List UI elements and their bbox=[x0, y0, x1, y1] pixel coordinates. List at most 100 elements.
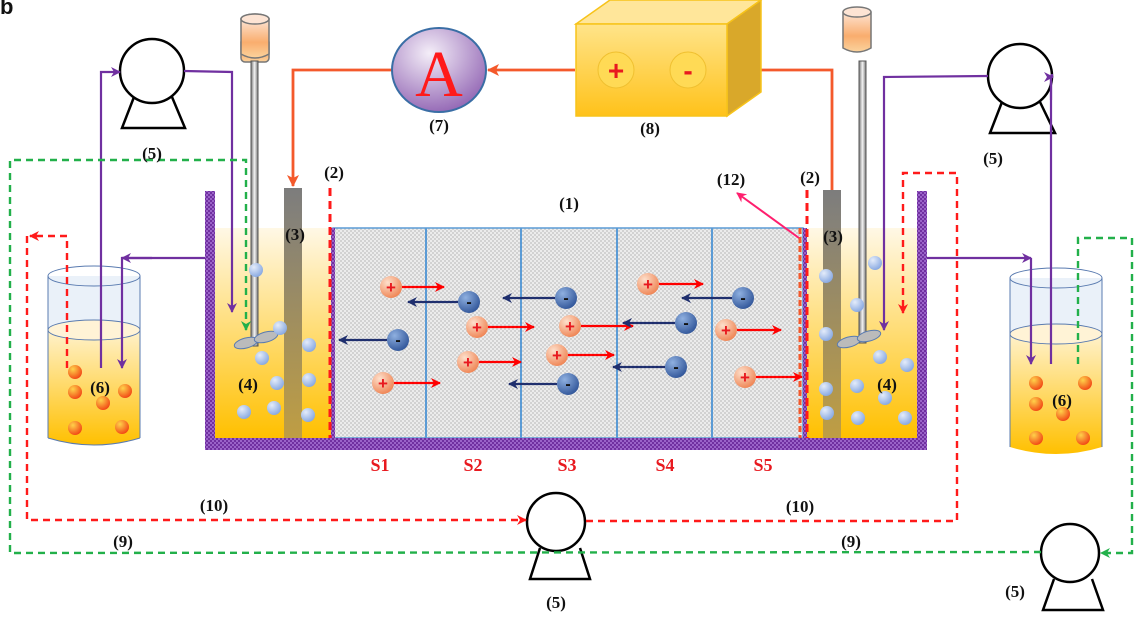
gas-bubbles-left bbox=[237, 263, 316, 422]
ammeter-symbol: A bbox=[415, 38, 463, 111]
membrane-pointer bbox=[736, 192, 800, 239]
cation-ball bbox=[546, 344, 568, 366]
label-line-green-right: (9) bbox=[841, 532, 861, 551]
anion: - bbox=[612, 356, 687, 378]
negative-terminal: - bbox=[683, 55, 692, 86]
label-electrolyte-left: (4) bbox=[238, 375, 258, 394]
section-label-s5: S5 bbox=[753, 455, 772, 475]
cell-wall-bottom bbox=[205, 438, 927, 450]
cation-sign: + bbox=[378, 374, 388, 393]
reservoir-left bbox=[47, 265, 141, 446]
gas-bubbles-right bbox=[819, 256, 914, 425]
anion-ball bbox=[675, 312, 697, 334]
anion: - bbox=[338, 329, 409, 351]
label-membrane-right: (2) bbox=[800, 168, 820, 187]
label-extra-membrane: (12) bbox=[717, 170, 745, 189]
cation: + bbox=[457, 351, 522, 373]
stirrer-right bbox=[836, 6, 882, 349]
cation-sign: + bbox=[472, 318, 482, 337]
anion: - bbox=[622, 312, 697, 334]
label-electrode-left: (3) bbox=[285, 225, 305, 244]
cation-sign: + bbox=[386, 278, 396, 297]
anion: - bbox=[508, 373, 579, 395]
label-pump-top-right: (5) bbox=[983, 149, 1003, 168]
power-supply: + - bbox=[573, 0, 763, 118]
cation-ball bbox=[457, 351, 479, 373]
ion-migration: +--+++-++-+---++ bbox=[338, 273, 803, 395]
cation-ball bbox=[734, 366, 756, 388]
cation: + bbox=[546, 344, 615, 366]
cell-wall-right bbox=[917, 191, 927, 448]
anion-ball bbox=[665, 356, 687, 378]
section-label-s2: S2 bbox=[463, 455, 482, 475]
anion-sign: - bbox=[466, 294, 471, 311]
cation-sign: + bbox=[740, 368, 750, 387]
cation: + bbox=[734, 366, 803, 388]
label-pump-bottom-right: (5) bbox=[1005, 582, 1025, 601]
label-pump-bottom-center: (5) bbox=[546, 593, 566, 612]
label-line-red: (10) bbox=[200, 496, 228, 515]
anion-ball bbox=[387, 329, 409, 351]
cation: + bbox=[466, 316, 535, 338]
anion-sign: - bbox=[683, 315, 688, 332]
pump-top-left[interactable] bbox=[118, 37, 187, 130]
catholyte-recirculation-10 bbox=[25, 171, 959, 525]
pump-top-right[interactable] bbox=[986, 42, 1057, 135]
section-label-s3: S3 bbox=[557, 455, 576, 475]
anion-ball bbox=[732, 287, 754, 309]
cation-ball bbox=[466, 316, 488, 338]
anion-ball bbox=[555, 287, 577, 309]
label-electrode-right: (3) bbox=[823, 227, 843, 246]
pump-bottom-right[interactable] bbox=[1039, 522, 1105, 612]
electrode-right bbox=[823, 190, 841, 438]
anion-sign: - bbox=[740, 290, 745, 307]
panel-letter: b bbox=[0, 0, 13, 19]
section-label-s1: S1 bbox=[370, 455, 389, 475]
anion: - bbox=[407, 291, 480, 313]
anion-sign: - bbox=[673, 359, 678, 376]
label-line-green: (9) bbox=[113, 532, 133, 551]
anion-sign: - bbox=[565, 376, 570, 393]
cation: + bbox=[372, 372, 441, 394]
cation-sign: + bbox=[552, 346, 562, 365]
label-pump-top-left: (5) bbox=[142, 144, 162, 163]
label-power-supply: (8) bbox=[640, 119, 660, 138]
positive-terminal: + bbox=[608, 55, 624, 86]
anion-ball bbox=[557, 373, 579, 395]
cation: + bbox=[380, 276, 445, 298]
cation-ball bbox=[372, 372, 394, 394]
cation-sign: + bbox=[565, 317, 575, 336]
membrane-left-backing bbox=[331, 228, 335, 438]
cation-ball bbox=[715, 319, 737, 341]
label-electrolyte-right: (4) bbox=[877, 375, 897, 394]
electrical-wires bbox=[287, 64, 834, 190]
anion-sign: - bbox=[563, 290, 568, 307]
pump-bottom-center[interactable] bbox=[525, 491, 592, 581]
anion-ball bbox=[458, 291, 480, 313]
reservoir-right bbox=[1009, 267, 1103, 454]
section-label-s4: S4 bbox=[655, 455, 674, 475]
anion-sign: - bbox=[395, 332, 400, 349]
label-cell: (1) bbox=[559, 194, 579, 213]
ammeter: A bbox=[391, 27, 487, 113]
cation-ball bbox=[559, 315, 581, 337]
cation-sign: + bbox=[721, 321, 731, 340]
anion: - bbox=[681, 287, 754, 309]
cation-ball bbox=[637, 273, 659, 295]
membrane-right-backing bbox=[803, 228, 807, 438]
cation-sign: + bbox=[463, 353, 473, 372]
label-reservoir-left: (6) bbox=[90, 378, 110, 397]
cation: + bbox=[715, 319, 782, 341]
label-reservoir-right: (6) bbox=[1052, 391, 1072, 410]
stirrer-left bbox=[233, 13, 279, 350]
electrode-left bbox=[284, 188, 302, 438]
anion: - bbox=[502, 287, 577, 309]
purple-flow-lines bbox=[99, 67, 1054, 369]
label-ammeter: (7) bbox=[429, 116, 449, 135]
cation-sign: + bbox=[643, 275, 653, 294]
cation: + bbox=[637, 273, 704, 295]
label-line-red-right: (10) bbox=[786, 497, 814, 516]
cation-ball bbox=[380, 276, 402, 298]
label-membrane-left: (2) bbox=[324, 163, 344, 182]
